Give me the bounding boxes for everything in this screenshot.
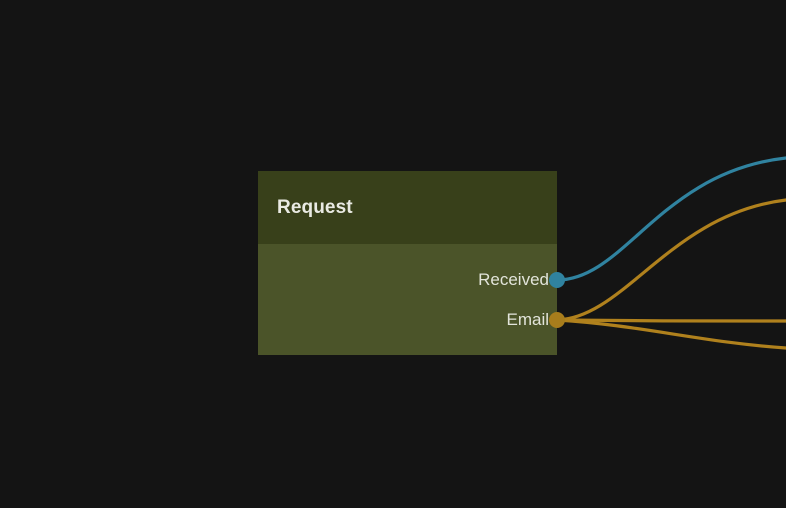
node-request[interactable]: Request Received Email [258,171,565,355]
link-email-3[interactable] [555,318,786,350]
link-received-1[interactable] [555,156,786,282]
output-port-email[interactable]: Email [506,310,565,330]
output-port-received-label: Received [478,270,549,289]
link-email-2[interactable] [555,318,786,323]
output-socket-email[interactable] [549,312,565,328]
node-body: Received Email [258,244,565,355]
node-title: Request [277,196,353,218]
output-port-email-label: Email [506,310,549,329]
output-port-received[interactable]: Received [478,270,565,290]
node-header[interactable]: Request [258,171,557,244]
link-email-1[interactable] [555,198,786,322]
output-socket-received[interactable] [549,272,565,288]
